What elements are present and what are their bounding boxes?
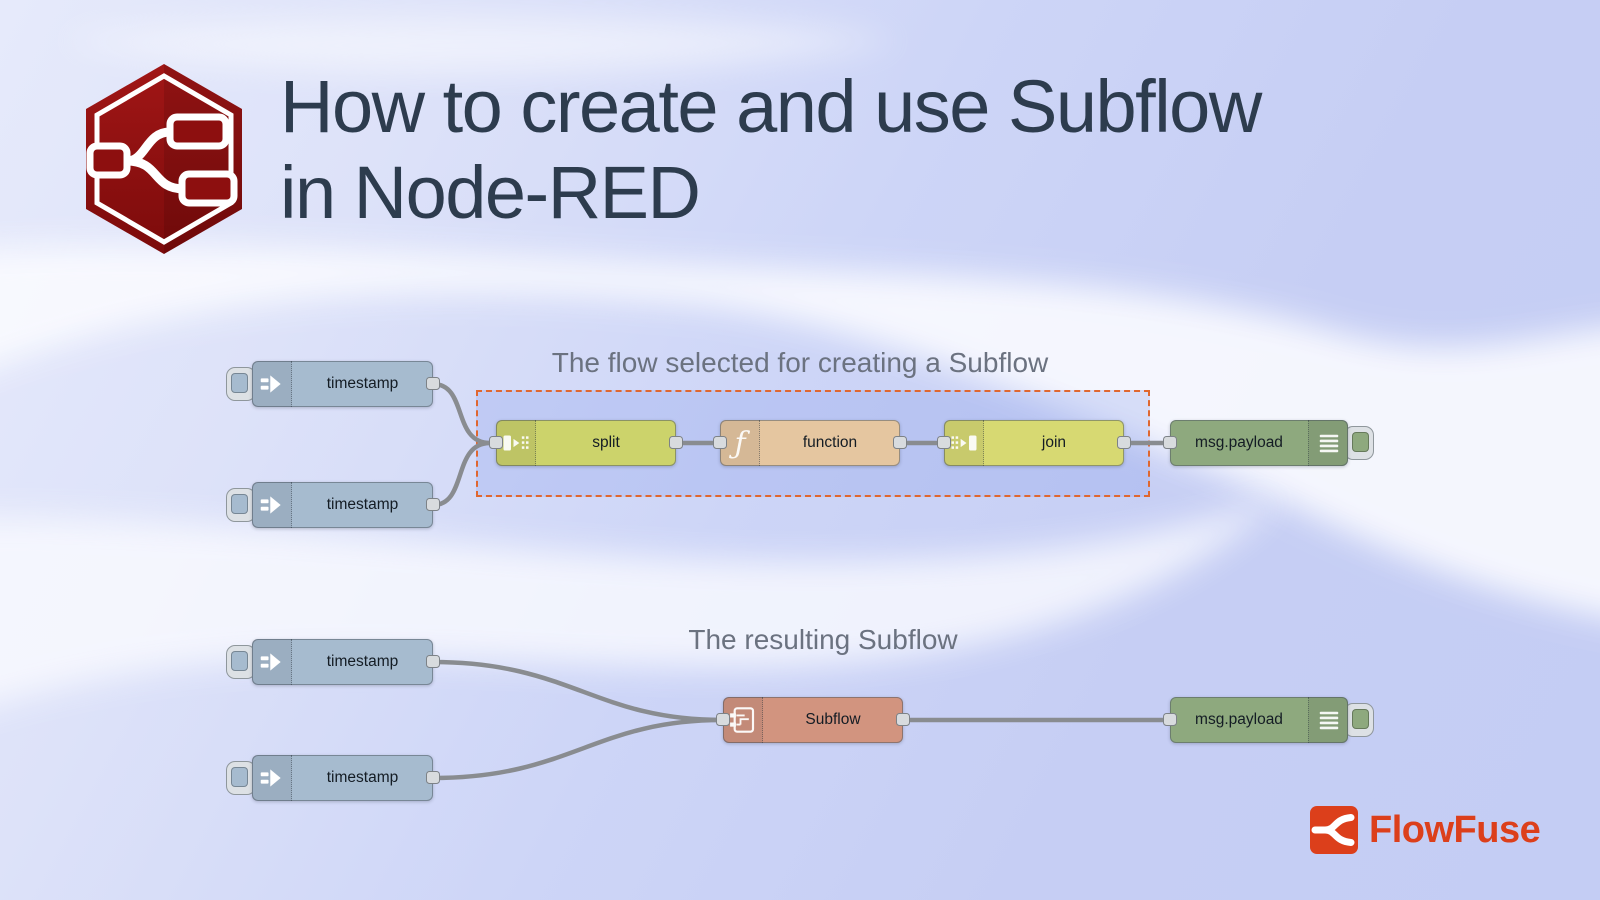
input-port[interactable] — [713, 436, 727, 449]
inject-node[interactable]: timestamp — [252, 361, 440, 407]
debug-toggle-inner — [1352, 709, 1369, 729]
inject-button-inner — [231, 373, 248, 393]
output-port[interactable] — [893, 436, 907, 449]
inject-button-inner — [231, 651, 248, 671]
node-red-logo — [86, 64, 242, 254]
inject-node[interactable]: timestamp — [252, 639, 440, 685]
inject-arrow-icon — [252, 482, 292, 528]
output-port[interactable] — [426, 377, 440, 390]
output-port[interactable] — [896, 713, 910, 726]
input-port[interactable] — [1163, 436, 1177, 449]
node-label: join — [1041, 434, 1067, 451]
debug-node[interactable]: msg.payload — [1163, 420, 1348, 466]
node-label: msg.payload — [1195, 434, 1283, 451]
output-port[interactable] — [426, 655, 440, 668]
flowfuse-wordmark: FlowFuse — [1369, 808, 1541, 851]
split-node[interactable]: split — [489, 420, 683, 466]
node-label: timestamp — [326, 375, 399, 392]
node-label: msg.payload — [1195, 711, 1283, 728]
inject-node[interactable]: timestamp — [252, 482, 440, 528]
input-port[interactable] — [937, 436, 951, 449]
node-label: timestamp — [326, 769, 399, 786]
input-port[interactable] — [1163, 713, 1177, 726]
inject-node[interactable]: timestamp — [252, 755, 440, 801]
node-red-hexagon-icon — [86, 64, 242, 254]
subflow-node[interactable]: Subflow — [716, 697, 910, 743]
output-port[interactable] — [426, 771, 440, 784]
node-label: timestamp — [326, 653, 399, 670]
inject-button-inner — [231, 494, 248, 514]
inject-button[interactable] — [226, 645, 256, 679]
input-port[interactable] — [716, 713, 730, 726]
inject-button[interactable] — [226, 367, 256, 401]
flowfuse-icon — [1310, 806, 1358, 854]
debug-toggle-inner — [1352, 432, 1369, 452]
inject-button[interactable] — [226, 761, 256, 795]
input-port[interactable] — [489, 436, 503, 449]
function-node[interactable]: ƒ function — [713, 420, 907, 466]
node-label: Subflow — [805, 711, 861, 728]
flowfuse-logo: FlowFuse — [1310, 806, 1541, 854]
node-label: timestamp — [326, 496, 399, 513]
join-node[interactable]: join — [937, 420, 1131, 466]
page-title: How to create and use Subflow in Node-RE… — [280, 64, 1262, 236]
subflow-icon — [723, 697, 763, 743]
inject-button-inner — [231, 767, 248, 787]
debug-toggle-button[interactable] — [1344, 426, 1374, 460]
debug-toggle-button[interactable] — [1344, 703, 1374, 737]
output-port[interactable] — [426, 498, 440, 511]
node-label: split — [592, 434, 620, 451]
inject-arrow-icon — [252, 361, 292, 407]
debug-list-icon — [1308, 697, 1348, 743]
output-port[interactable] — [669, 436, 683, 449]
title-line-2: in Node-RED — [280, 150, 701, 234]
svg-text:ƒ: ƒ — [728, 426, 750, 461]
inject-arrow-icon — [252, 639, 292, 685]
title-line-1: How to create and use Subflow — [280, 65, 1262, 148]
flow2-caption: The resulting Subflow — [688, 624, 958, 655]
flow1-caption: The flow selected for creating a Subflow — [551, 347, 1049, 378]
debug-node[interactable]: msg.payload — [1163, 697, 1348, 743]
inject-arrow-icon — [252, 755, 292, 801]
debug-list-icon — [1308, 420, 1348, 466]
output-port[interactable] — [1117, 436, 1131, 449]
node-label: function — [802, 434, 858, 451]
